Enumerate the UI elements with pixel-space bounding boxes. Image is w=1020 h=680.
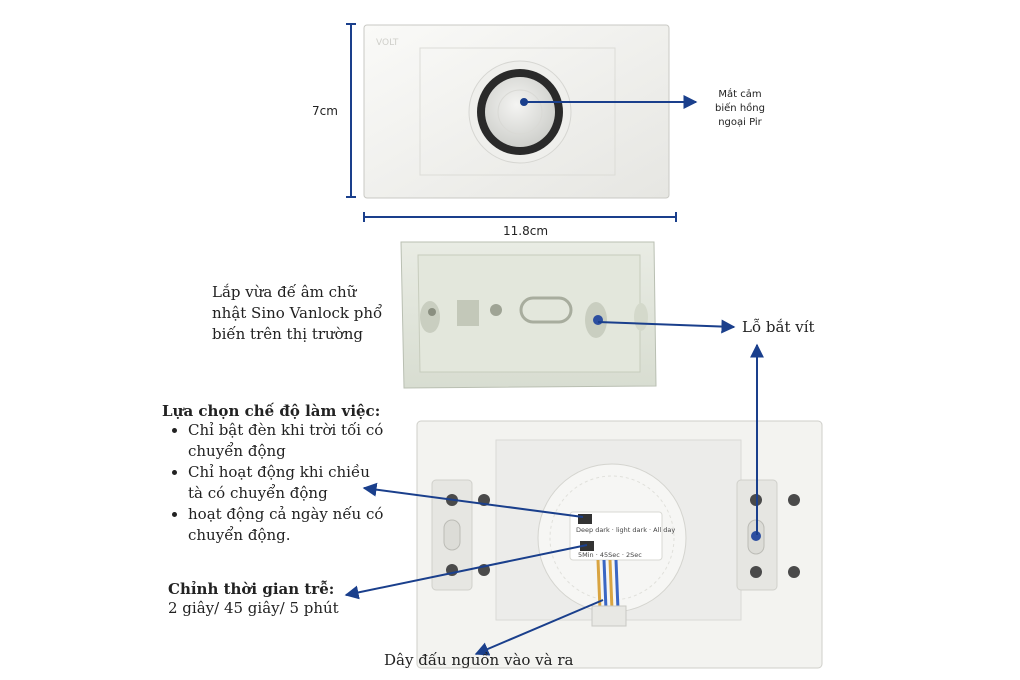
sensor-eye-line: Mắt cảm bbox=[718, 89, 762, 100]
backbox-fit-line: Lắp vừa đế âm chữ bbox=[212, 283, 357, 301]
delay-values: 2 giây/ 45 giây/ 5 phút bbox=[168, 599, 339, 617]
backbox-fit-line: nhật Sino Vanlock phổ bbox=[212, 304, 383, 322]
height-label: 7cm bbox=[312, 104, 338, 118]
arrow-screw-hole bbox=[597, 319, 736, 334]
mode-item-line: Chỉ bật đèn khi trời tối có bbox=[188, 421, 384, 439]
mode-item: Chỉ bật đèn khi trời tối có chuyển động bbox=[188, 420, 402, 462]
mode-select-block: Lựa chọn chế độ làm việc: Chỉ bật đèn kh… bbox=[162, 402, 402, 546]
mode-item: Chỉ hoạt động khi chiều tà có chuyển độn… bbox=[188, 462, 402, 504]
width-label: 11.8cm bbox=[503, 224, 549, 238]
mode-item: hoạt động cả ngày nếu có chuyển động. bbox=[188, 504, 402, 546]
height-dimension bbox=[346, 23, 356, 198]
arrow-mode-select bbox=[362, 482, 584, 518]
mode-item-line: Chỉ hoạt động khi chiều bbox=[188, 463, 370, 481]
backbox-fit-label: Lắp vừa đế âm chữ nhật Sino Vanlock phổ … bbox=[212, 282, 392, 345]
width-dimension bbox=[363, 212, 677, 222]
mode-switch-print: Deep dark · light dark · All day bbox=[576, 526, 675, 534]
mode-item-line: chuyển động. bbox=[188, 526, 291, 544]
back-plate: Deep dark · light dark · All day 5Min · … bbox=[416, 420, 823, 669]
sensor-eye-label: Mắt cảm biến hồng ngoại Pir bbox=[700, 88, 780, 130]
mode-list: Chỉ bật đèn khi trời tối có chuyển động … bbox=[162, 420, 402, 546]
annotation-arrows bbox=[344, 95, 764, 656]
mode-item-line: chuyển động bbox=[188, 442, 286, 460]
brand-mark: VOLT bbox=[376, 38, 399, 48]
pir-lens bbox=[485, 77, 555, 147]
sensor-eye-line: biến hồng bbox=[715, 103, 765, 114]
sensor-eye-line: ngoại Pir bbox=[718, 117, 762, 128]
front-plate: VOLT bbox=[363, 24, 670, 199]
back-box bbox=[400, 241, 657, 389]
delay-title: Chỉnh thời gian trễ: bbox=[168, 580, 335, 598]
mode-select-title: Lựa chọn chế độ làm việc: bbox=[162, 402, 381, 420]
mode-item-line: tà có chuyển động bbox=[188, 484, 328, 502]
power-wires-label: Dây đấu nguồn vào và ra bbox=[384, 651, 574, 669]
mode-item-line: hoạt động cả ngày nếu có bbox=[188, 505, 384, 523]
backbox-fit-line: biến trên thị trường bbox=[212, 325, 363, 343]
time-switch-print: 5Min · 45Sec · 2Sec bbox=[578, 551, 642, 559]
delay-block: Chỉnh thời gian trễ: 2 giây/ 45 giây/ 5 … bbox=[168, 580, 388, 619]
screw-hole-label: Lỗ bắt vít bbox=[742, 318, 815, 336]
arrow-power-wires bbox=[474, 599, 604, 656]
arrow-delay bbox=[344, 544, 588, 600]
